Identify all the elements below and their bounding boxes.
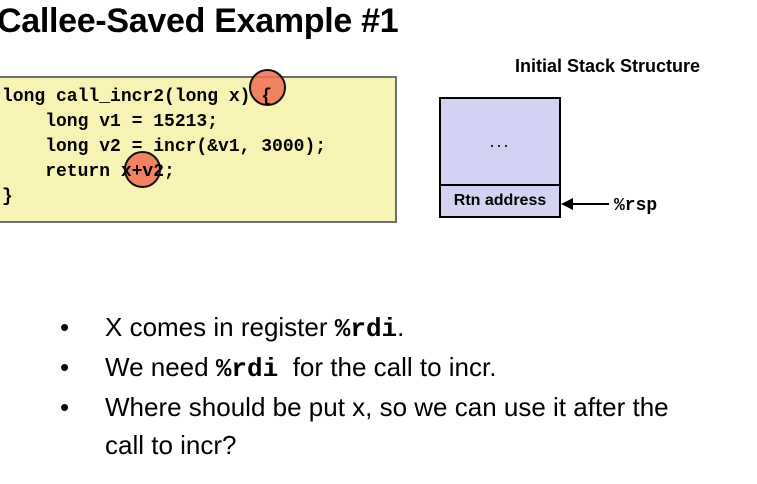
code-line: long v2 = incr(&v1, 3000);	[2, 137, 327, 157]
bullet-dot: •	[60, 312, 70, 342]
bullet-dot: •	[60, 352, 70, 382]
code-line: long v1 = 15213;	[2, 112, 219, 132]
bullet-item: • X comes in register %rdi.	[60, 308, 700, 348]
stack-title: Initial Stack Structure	[515, 56, 701, 76]
code-line: return x+v2;	[2, 162, 175, 182]
bullet-text: .	[397, 312, 405, 342]
highlight-circle-return-x	[124, 151, 161, 188]
stack-cell-ellipsis: ...	[441, 99, 559, 186]
bullet-text: X comes in register	[105, 312, 335, 342]
bullet-text: Where should be put x, so we can use it …	[105, 392, 669, 460]
left-arrow-icon	[561, 198, 609, 210]
bullet-list: • X comes in register %rdi. • We need %r…	[60, 308, 700, 464]
bullet-text: for the call to incr.	[278, 352, 497, 382]
code-line: }	[2, 187, 13, 207]
stack-cell-return-address: Rtn address	[441, 186, 559, 216]
bullet-item: • We need %rdi for the call to incr.	[60, 348, 700, 388]
register-name: %rdi	[215, 354, 279, 384]
stack-pointer-label: %rsp	[614, 196, 658, 216]
code-line: long call_incr2(long x) {	[2, 87, 273, 107]
bullet-item: • Where should be put x, so we can use i…	[60, 388, 700, 464]
bullet-dot: •	[60, 392, 70, 422]
bullet-text: We need	[105, 352, 216, 382]
slide-title: Callee-Saved Example #1	[0, 2, 399, 40]
code-block: long call_incr2(long x) { long v1 = 1521…	[0, 69, 397, 223]
stack-diagram: ... Rtn address	[439, 97, 561, 218]
highlight-circle-param-x	[249, 69, 286, 106]
register-name: %rdi	[334, 314, 398, 344]
